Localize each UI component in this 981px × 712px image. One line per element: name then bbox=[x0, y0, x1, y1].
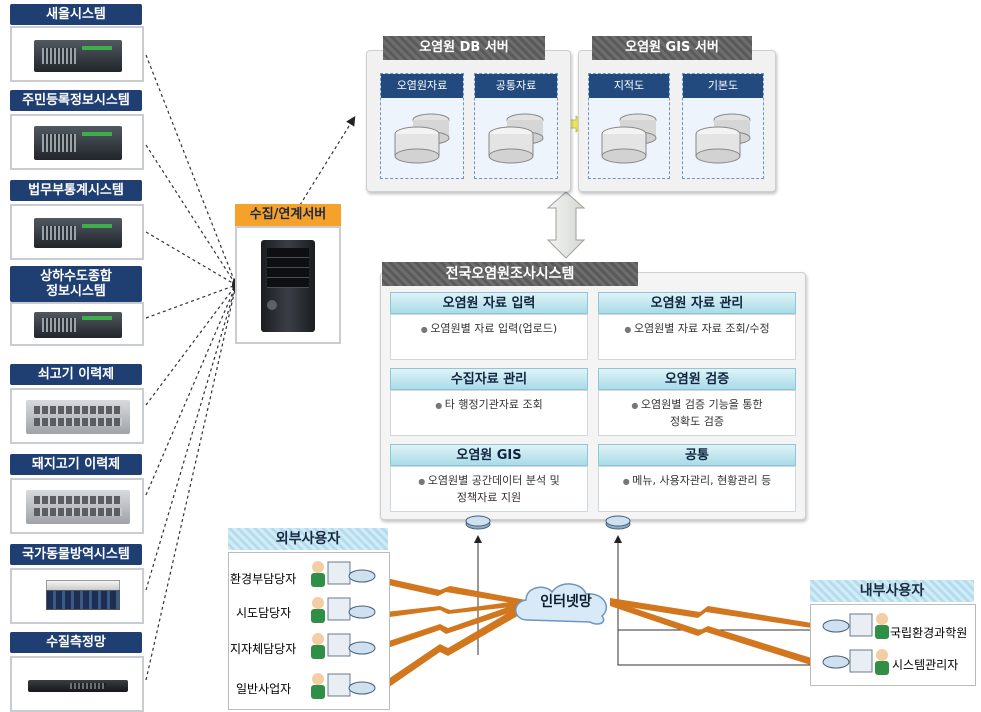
router-icon bbox=[605, 515, 631, 530]
db-server-title: 오염원 DB 서버 bbox=[383, 36, 545, 60]
server-tower-image bbox=[10, 204, 144, 260]
database-icon bbox=[488, 113, 544, 164]
external-user-label: 일반사업자 bbox=[236, 682, 292, 696]
router-icon bbox=[465, 515, 491, 530]
internet-label: 인터넷망 bbox=[540, 594, 592, 610]
bullet-icon: ● bbox=[624, 325, 634, 334]
source-title-animal-quarantine: 국가동물방역시스템 bbox=[10, 544, 142, 565]
gis-store-base-map: 기본도 bbox=[682, 73, 764, 179]
internal-user-label: 국립환경과학원 bbox=[890, 626, 968, 640]
module-desc-gis: ● 오염원별 공간데이터 분석 및 정책자료 지원 bbox=[390, 466, 588, 512]
external-user-label: 시도담당자 bbox=[236, 606, 292, 620]
internal-user-terminals bbox=[822, 613, 889, 675]
gis-store-label: 지적도 bbox=[589, 74, 669, 98]
source-title-beef-traceability: 쇠고기 이력제 bbox=[10, 364, 142, 385]
db-store-label: 오염원자료 bbox=[381, 74, 463, 98]
db-main-arrow bbox=[546, 191, 586, 259]
server-storage-image bbox=[10, 568, 144, 624]
server-tower-image bbox=[10, 114, 144, 170]
db-store-common: 공통자료 bbox=[474, 73, 558, 179]
database-icon bbox=[394, 113, 450, 164]
module-desc-verification: ● 오염원별 검증 기능을 통한 정확도 검증 bbox=[598, 390, 796, 436]
source-title-justice-statistics: 법무부통계시스템 bbox=[10, 180, 142, 201]
main-system-title: 전국오염원조사시스템 bbox=[382, 262, 638, 286]
gis-store-label: 기본도 bbox=[683, 74, 763, 98]
source-title-saeol: 새올시스템 bbox=[10, 4, 142, 25]
internal-user-label: 시스템관리자 bbox=[892, 658, 959, 672]
module-desc-data-input: ● 오염원별 자료 입력(업로드) bbox=[390, 314, 588, 360]
bullet-icon: ● bbox=[622, 477, 633, 486]
user-pc-icon bbox=[822, 613, 889, 639]
module-title-verification: 오염원 검증 bbox=[598, 368, 796, 390]
source-title-water-quality: 수질측정망 bbox=[10, 632, 142, 653]
server-tower-image bbox=[10, 302, 144, 346]
user-pc-icon bbox=[311, 597, 376, 623]
source-title-pork-traceability: 돼지고기 이력제 bbox=[10, 454, 142, 475]
module-desc-common: ● 메뉴, 사용자관리, 현황관리 등 bbox=[598, 466, 796, 512]
bullet-icon: ● bbox=[435, 401, 445, 410]
internet-cloud-icon bbox=[515, 583, 607, 625]
module-title-collected-data: 수집자료 관리 bbox=[390, 368, 588, 390]
module-title-data-management: 오염원 자료 관리 bbox=[598, 292, 796, 314]
db-store-label: 공통자료 bbox=[475, 74, 557, 98]
source-title-water-supply: 상하수도종합 정보시스템 bbox=[10, 266, 142, 302]
collector-server-image bbox=[235, 226, 341, 344]
external-users-title: 외부사용자 bbox=[228, 528, 388, 550]
source-title-resident-registration: 주민등록정보시스템 bbox=[10, 90, 142, 111]
lightning-links bbox=[366, 574, 818, 696]
internal-users-panel bbox=[810, 604, 976, 686]
database-icon bbox=[601, 113, 657, 164]
bullet-icon: ● bbox=[420, 325, 431, 334]
collector-title: 수집/연계서버 bbox=[235, 204, 341, 226]
bullet-icon: ● bbox=[418, 477, 428, 486]
module-desc-data-management: ● 오염원별 자료 자료 조회/수정 bbox=[598, 314, 796, 360]
user-pc-icon bbox=[311, 673, 376, 699]
bullet-icon: ● bbox=[631, 401, 641, 410]
user-pc-icon bbox=[311, 633, 376, 659]
user-pc-icon bbox=[311, 561, 376, 587]
gis-server-title: 오염원 GIS 서버 bbox=[592, 36, 752, 60]
module-title-data-input: 오염원 자료 입력 bbox=[390, 292, 588, 314]
database-icon bbox=[695, 113, 751, 164]
db-store-pollution: 오염원자료 bbox=[380, 73, 464, 179]
external-user-label: 환경부담당자 bbox=[230, 572, 297, 586]
module-desc-collected-data: ● 타 행정기관자료 조회 bbox=[390, 390, 588, 436]
source-links bbox=[145, 54, 356, 681]
external-user-terminals bbox=[311, 561, 376, 699]
server-rack-image bbox=[10, 388, 144, 444]
user-pc-icon bbox=[822, 649, 889, 675]
gis-store-cadastral: 지적도 bbox=[588, 73, 670, 179]
module-title-common: 공통 bbox=[598, 444, 796, 466]
external-user-label: 지자체담당자 bbox=[230, 642, 297, 656]
server-rack-image bbox=[10, 478, 144, 534]
server-tower-image bbox=[10, 26, 144, 82]
server-flat-image bbox=[10, 656, 144, 712]
module-title-gis: 오염원 GIS bbox=[390, 444, 588, 466]
internal-users-title: 내부사용자 bbox=[810, 580, 974, 602]
